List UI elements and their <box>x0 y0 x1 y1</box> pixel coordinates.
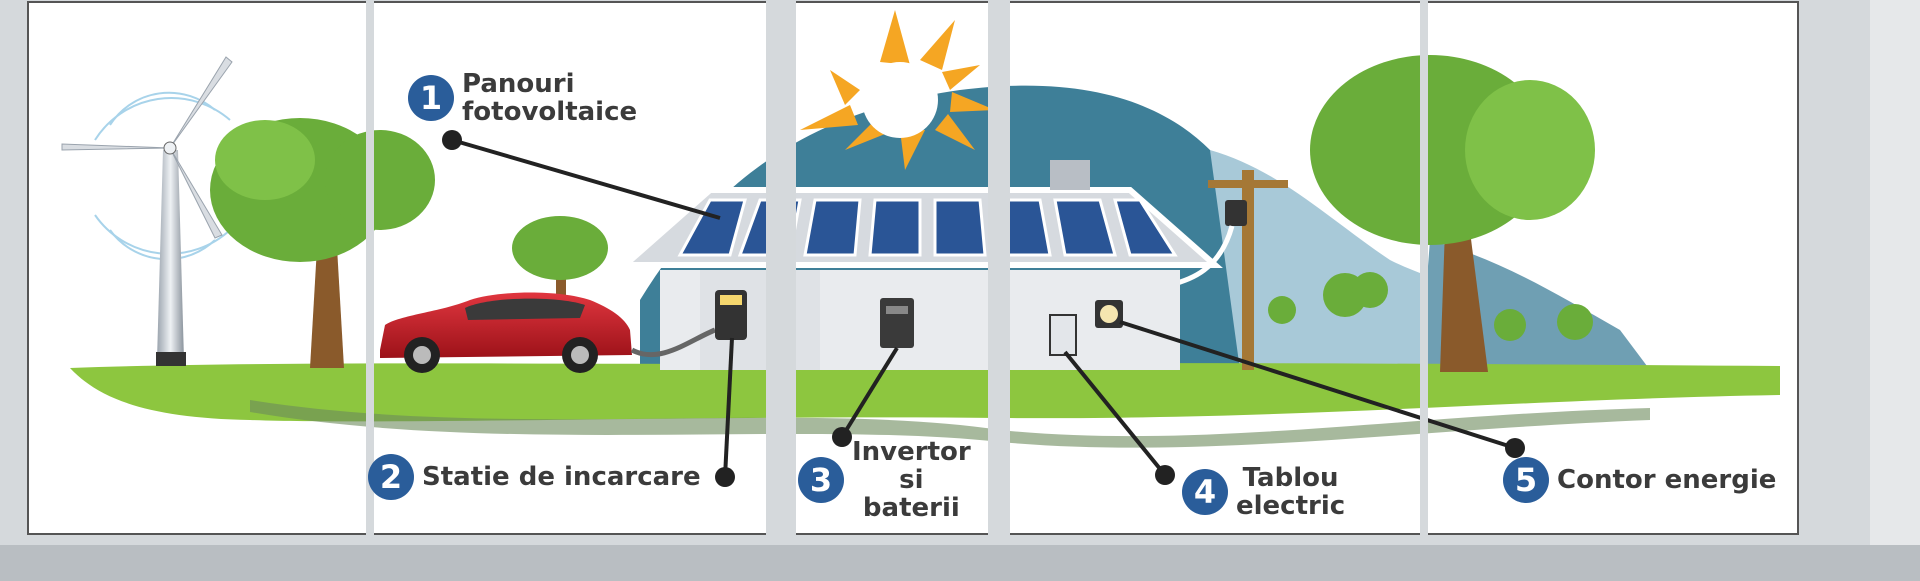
board-border <box>27 1 1799 535</box>
callout-3-inverter-batteries: 3 Invertor si baterii <box>798 438 971 522</box>
ground-shadow <box>250 400 1650 448</box>
callout-label: Panouri fotovoltaice <box>462 69 638 127</box>
callout-label: Tablou electric <box>1236 463 1346 521</box>
callout-2-charging-station: 2 Statie de incarcare <box>368 454 701 500</box>
callout-label: Invertor si baterii <box>852 437 971 523</box>
house-icon <box>617 160 1223 370</box>
small-trees <box>1268 272 1593 341</box>
inverter-icon <box>880 298 914 348</box>
callout-number: 5 <box>1503 457 1549 503</box>
tree-icon <box>210 118 435 368</box>
sun-icon <box>800 10 995 170</box>
utility-pole-icon <box>1169 170 1288 370</box>
callout-label: Contor energie <box>1557 465 1777 495</box>
charging-station-icon <box>630 290 747 358</box>
callout-1-solar-panels: 1 Panouri fotovoltaice <box>408 70 637 126</box>
callout-number: 4 <box>1182 469 1228 515</box>
callout-number: 1 <box>408 75 454 121</box>
car-icon <box>380 292 632 373</box>
electric-panel-icon <box>1049 314 1077 356</box>
wall-ledge <box>0 545 1920 581</box>
energy-meter-icon <box>1095 300 1123 328</box>
callout-5-energy-meter: 5 Contor energie <box>1503 457 1776 503</box>
callout-label: Statie de incarcare <box>422 462 701 492</box>
callout-number: 3 <box>798 457 844 503</box>
wind-turbine-icon <box>61 56 233 366</box>
callout-4-electric-panel: 4 Tablou electric <box>1182 464 1345 520</box>
board-edge <box>1870 0 1920 545</box>
tree-small-icon <box>512 216 608 305</box>
canvas-panel-gaps <box>366 0 1428 540</box>
leader-dots <box>442 130 1525 487</box>
grass-ground <box>70 363 1780 422</box>
leader-lines <box>451 138 1516 478</box>
callout-number: 2 <box>368 454 414 500</box>
tree-large-icon <box>1310 55 1595 372</box>
